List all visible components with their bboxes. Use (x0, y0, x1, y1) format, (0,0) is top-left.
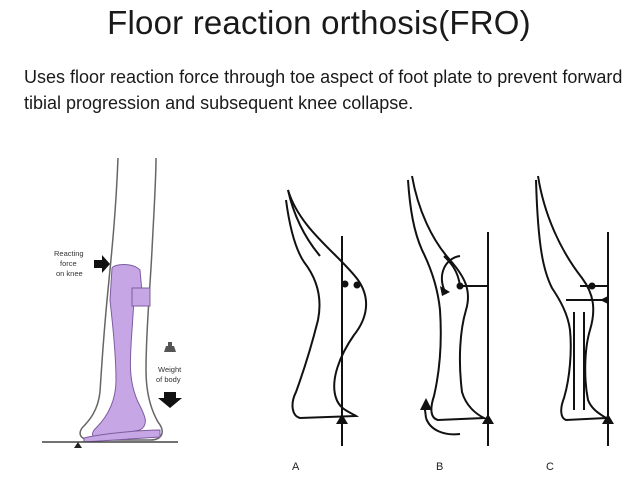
panel-c-label: C (546, 461, 554, 473)
weight-label-1: Weight (158, 365, 182, 374)
slide-body-text: Uses floor reaction force through toe as… (24, 67, 623, 113)
reacting-force-label-3: on knee (56, 269, 83, 278)
panel-b-label: B (436, 461, 443, 473)
panel-a-label: A (292, 461, 300, 473)
reacting-force-label-1: Reacting (54, 249, 84, 258)
slide-title: Floor reaction orthosis(FRO) (107, 4, 531, 41)
reacting-force-label-2: force (60, 259, 77, 268)
weight-label-2: of body (156, 375, 181, 384)
